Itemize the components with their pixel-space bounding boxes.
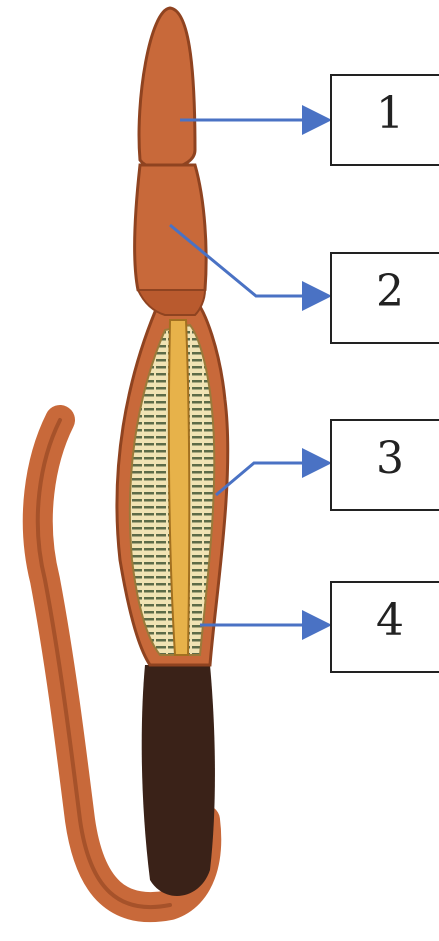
head-segment-2 [135,165,206,298]
label-number-1: 1 [376,92,404,136]
label-box-3: 3 [330,419,439,511]
worm-hind-section [142,665,215,896]
label-number-4: 4 [376,599,404,643]
pointer-line-3 [216,463,326,495]
intestine-strip [169,320,189,655]
head-segment-3 [138,290,205,315]
head-segment-tip [139,8,195,169]
label-number-3: 3 [376,437,404,481]
label-box-1: 1 [330,74,439,166]
label-box-2: 2 [330,252,439,344]
label-box-4: 4 [330,581,439,673]
label-number-2: 2 [376,270,404,314]
